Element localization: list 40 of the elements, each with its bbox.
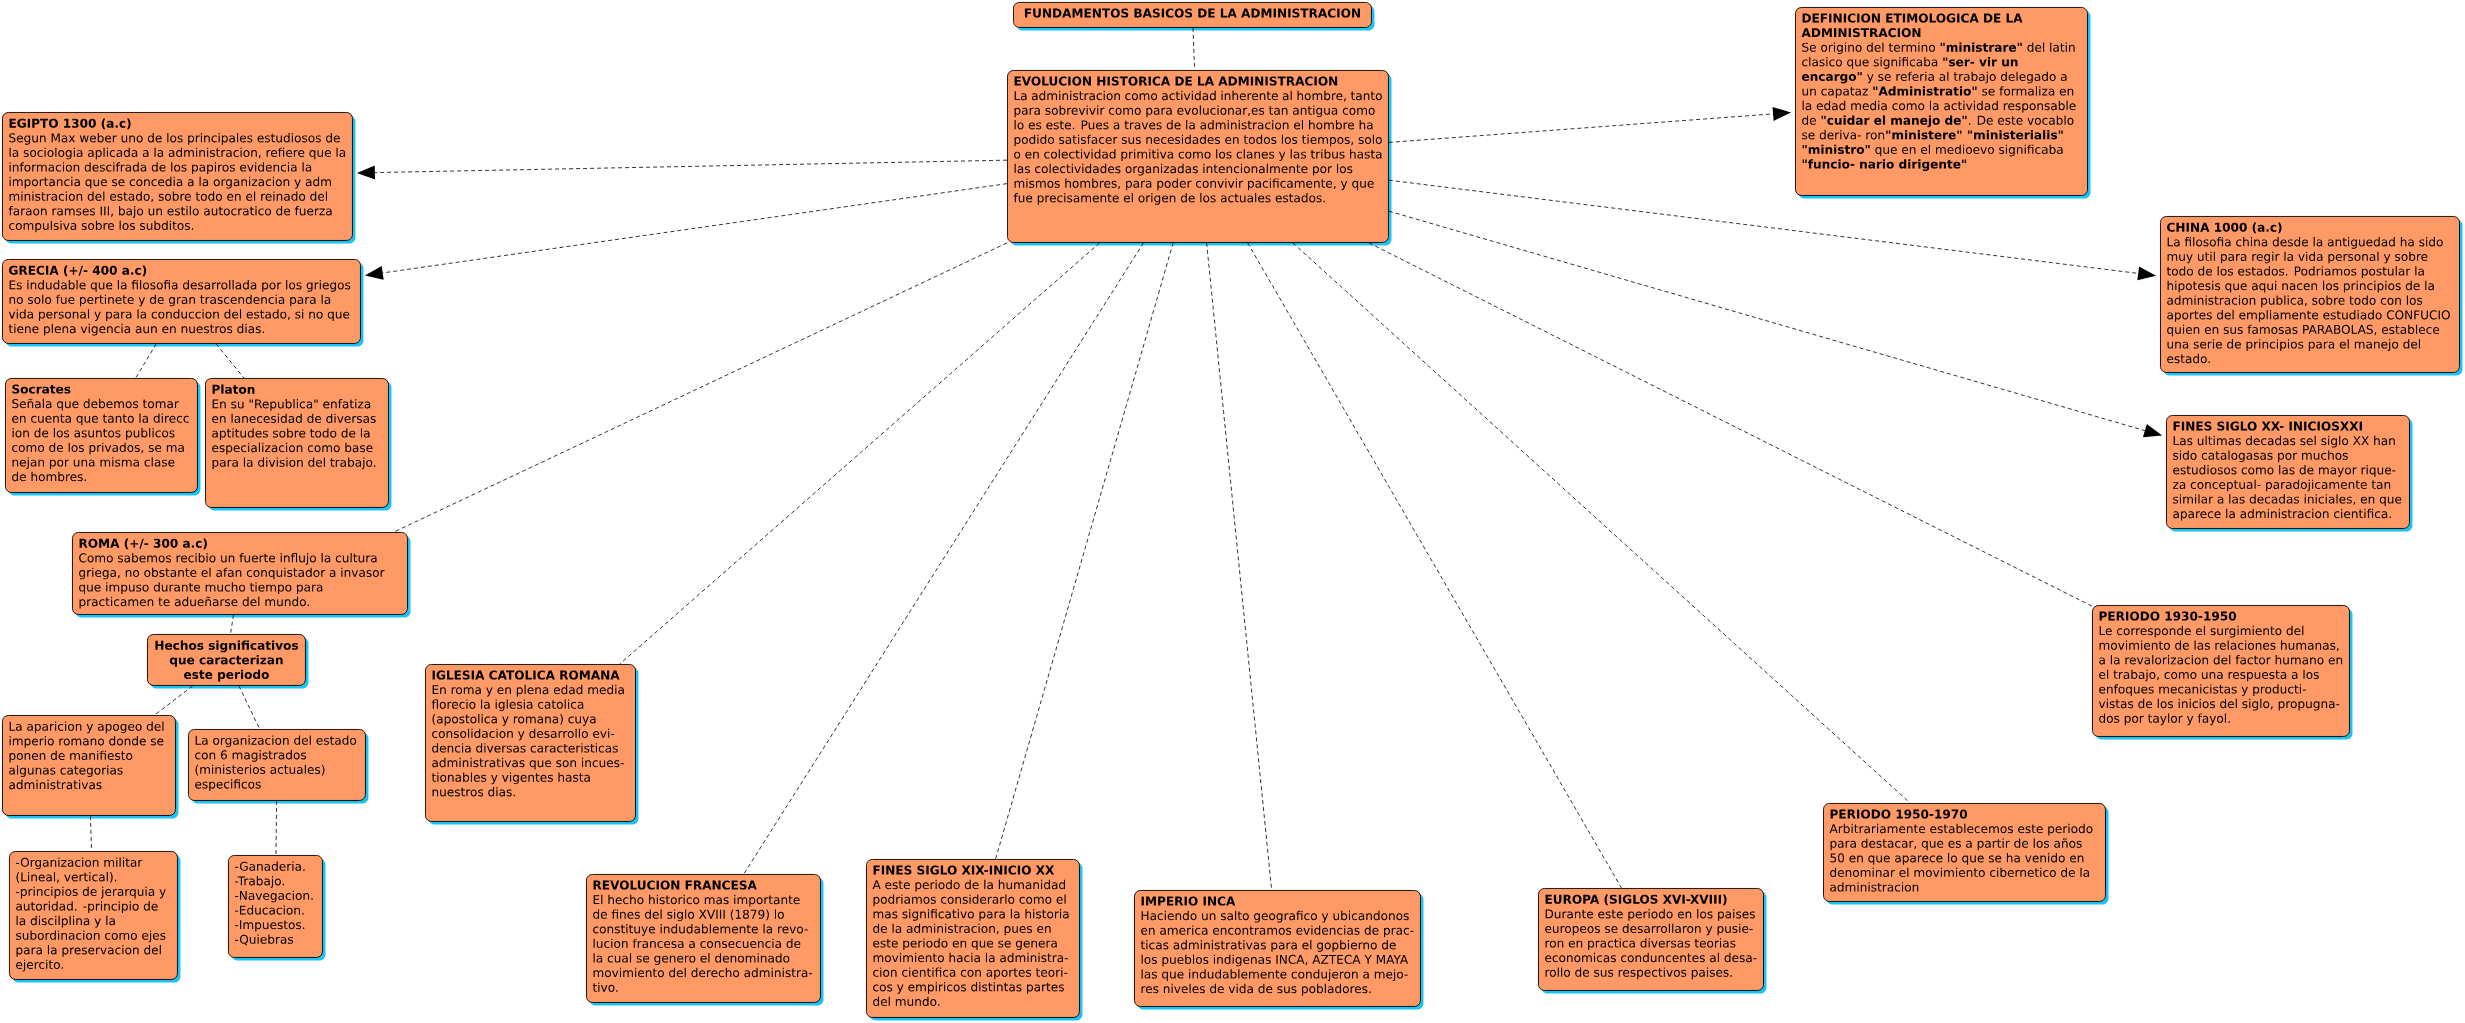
concept-box: Platon En su "Republica" enfatiza en lanecesidad de diversas aptitudes sobre todo de la especializacion como base para la division del trabajo. [205,378,392,511]
connector [1388,106,1792,143]
concept-box: CHINA 1000 (a.c) La filosofia china desde la antiguedad ha sido muy util para regir la vida personal y sobre todo de los estados. Podriamos postular la hipotesis que aqui nacen los principios de la administracion publica, sobre todo con los aportes del empliamente estudiado CONFUCIO quien en sus famosas PARABOLAS, establece una serie de principios para el manejo del estado. [2160,216,2463,376]
concept-box: PERIODO 1950-1970 Arbitrariamente establecemos este periodo para destacar, que es a partir de los años 50 en que aparece lo que se ha venido en denominar el movimiento cibernetico de la administracion [1823,803,2109,905]
connector [275,800,277,856]
concept-box: DEFINICION ETIMOLOGICA DE LA ADMINISTRACION Se origino del termino "ministrare" del latin clasico que significaba "ser- vir un encargo" y se referia al trabajo delegado a un capataz "Administratio" se formaliza en la edad media como la actividad responsable de "cuidar el manejo de". De este vocablo se deriva- ron"ministere" "ministerialis" "ministro" que en el medioevo significaba "funcio- nario dirigente" [1795,7,2091,199]
connector [356,159,1008,180]
concept-box: IGLESIA CATOLICA ROMANA En roma y en plena edad media florecio la iglesia catolica (apostolica y romana) cuya consolidacion y desarrollo evi- dencia diversas caracteristicas administrativas que son incues- tionables y vigentes hasta nuestros dias. [425,664,639,825]
concept-box: IMPERIO INCA Haciendo un salto geografico y ubicandonos en america encontramos evidencias de prac- ticas administrativas para el gopbierno de los pueblos indigenas INCA, AZTECA Y MAYA las que indudablemente condujeron a mejo- res niveles de vida de sus pobladores. [1134,890,1424,1010]
connector [1388,210,2163,438]
connector [743,242,1144,875]
concept-box: ROMA (+/- 300 a.c) Como sabemos recibio un fuerte influjo la cultura griega, no obstante el afan conquistador a invasor que impuso durante mucho tiempo para practicamen te adueñarse del mundo. [72,532,411,618]
concept-box: FINES SIGLO XX- INICIOSXXI Las ultimas decadas sel siglo XX han sido catalogasas por muchos estudiosos como las de mayor rique- za conceptual- paradojicamente tan similar a las decadas iniciales, en que aparece la administracion cientifica. [2166,415,2413,532]
connector [154,685,194,716]
concept-box: La organizacion del estado con 6 magistrados (ministerios actuales) especificos [188,729,369,804]
concept-box: Hechos significativos que caracterizan este periodo [147,634,309,689]
connector [393,242,1008,533]
concept-box: GRECIA (+/- 400 a.c) Es indudable que la filosofia desarrollada por los griegos no solo fue pertinete y de gran trascendencia para la vida personal y para la conduccion del estado, si no que tiene plena vigencia aun en nuestros dias. [2,259,364,347]
connector [230,614,234,635]
connector [215,343,245,379]
connector [995,242,1174,860]
concept-box: EUROPA (SIGLOS XVI-XVIII) Durante este periodo en los paises europeos se desarrollaron y pusie- ron en practica diversas teorias economicas conduncentes al desa- rollo de sus respectivos paises. [1538,888,1767,994]
connector [1247,242,1622,889]
connector [1292,242,1911,804]
connector [135,343,157,379]
concept-box: Socrates Señala que debemos tomar en cuenta que tanto la direcc ion de los asuntos publicos como de los privados, se ma nejan por una misma clase de hombres. [5,378,201,496]
concept-box: La aparicion y apogeo del imperio romano donde se ponen de manifiesto algunas categorias administrativas [2,715,179,819]
concept-box: FINES SIGLO XIX-INICIO XX A este periodo de la humanidad podriamos considerarlo como el mas significativo para la historia de la administracion, pues en este periodo en que se genera movimiento hacia la administra- cion cientifica con aportes teori- cos y empiricos distintas partes del mundo. [866,859,1083,1021]
concept-box: EGIPTO 1300 (a.c) Segun Max weber uno de los principales estudiosos de la sociologia aplicada a la administracion, refiere que la informacion descifrada de los papiros evidencia la importancia que se concedia a la organizacion y adm ministracion del estado, sobre todo en el reinado del faraon ramses III, bajo un estilo autocratico de fuerza compulsiva sobre los subditos. [2,112,356,244]
concept-box: EVOLUCION HISTORICA DE LA ADMINISTRACION La administracion como actividad inherente al hombre, tanto para sobrevivir como para evolucionar,es tan antigua como lo es este. Pues a traves de la administracion el hombre ha podido satisfacer sus necesidades en todos los tiempos, solo o en colectividad primitiva como los clanes y las tribus hasta las colectividades organizadas intencionalmente por los mismos hombres, para poder convivir pacificamente, y que fue precisamente el origen de los actuales estados. [1007,70,1392,246]
connector [1206,242,1273,891]
concept-box: REVOLUCION FRANCESA El hecho historico mas importante de fines del siglo XVIII (1879) lo constituye indudablemente la revo- lucion francesa a consecuencia de la cual se genero el denominado movimiento del derecho administra- tivo. [586,874,824,1006]
concept-box: -Organizacion militar (Lineal, vertical). -principios de jerarquia y autoridad. -principio de la discilplina y la subordinacion como ejes para la preservacion del ejercito. [9,851,181,983]
connector [364,183,1008,280]
concept-box: PERIODO 1930-1950 Le corresponde el surgimiento del movimiento de las relaciones humanas, a la revalorizacion del factor humano en el trabajo, como una respuesta a los enfoques mecanicistas y producti- vistas de los inicios del siglo, propugna- dos por taylor y fayol. [2092,605,2353,740]
connector [1388,179,2157,281]
concept-box: -Ganaderia. -Trabajo. -Navegacion. -Educacion. -Impuestos. -Quiebras [228,855,326,961]
connector [238,685,261,730]
connector [619,242,1100,665]
concept-box: FUNDAMENTOS BASICOS DE LA ADMINISTRACION [1013,2,1375,31]
